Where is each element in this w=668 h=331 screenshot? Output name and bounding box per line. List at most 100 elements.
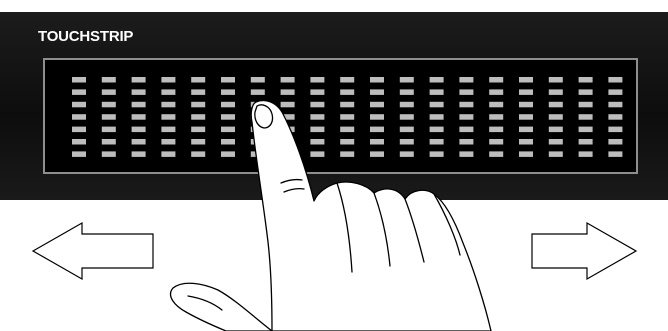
touchstrip-led-segment bbox=[608, 102, 622, 108]
touchstrip-led-segment bbox=[102, 139, 116, 145]
touchstrip-led-segment bbox=[549, 151, 563, 157]
touchstrip-led-segment bbox=[489, 102, 503, 108]
touchstrip-led-segment bbox=[132, 102, 146, 108]
touchstrip-led-segment bbox=[549, 139, 563, 145]
touchstrip-led-segment bbox=[102, 127, 116, 133]
touchstrip-led-segment bbox=[102, 114, 116, 120]
touchstrip-led-segment bbox=[310, 139, 324, 145]
touchstrip-led-segment bbox=[549, 89, 563, 95]
touchstrip-led-segment bbox=[459, 89, 473, 95]
touchstrip-led-segment bbox=[161, 127, 175, 133]
touchstrip-led-segment bbox=[281, 77, 295, 83]
touchstrip-led-segment bbox=[221, 77, 235, 83]
touchstrip-led-segment bbox=[310, 151, 324, 157]
touchstrip-led-segment bbox=[430, 151, 444, 157]
arrow-left-icon bbox=[33, 223, 153, 279]
touchstrip-led-segment bbox=[519, 102, 533, 108]
touchstrip-led-segment bbox=[191, 139, 205, 145]
touchstrip-led-segment bbox=[191, 77, 205, 83]
touchstrip-led-segment bbox=[72, 89, 86, 95]
touchstrip-led-segment bbox=[132, 114, 146, 120]
touchstrip-led-segment bbox=[102, 151, 116, 157]
touchstrip-led-segment bbox=[608, 77, 622, 83]
touchstrip-led-segment bbox=[161, 151, 175, 157]
touchstrip-led-segment bbox=[72, 151, 86, 157]
touchstrip-led-segment bbox=[72, 102, 86, 108]
touchstrip-led-segment bbox=[579, 89, 593, 95]
touchstrip-led-segment bbox=[221, 102, 235, 108]
touchstrip-led-segment bbox=[459, 102, 473, 108]
touchstrip-led-segment bbox=[221, 139, 235, 145]
touchstrip-led-segment bbox=[430, 139, 444, 145]
touchstrip-led-segment bbox=[459, 139, 473, 145]
touchstrip-led-segment bbox=[549, 77, 563, 83]
touchstrip-led-segment bbox=[191, 89, 205, 95]
touchstrip-led-segment bbox=[310, 127, 324, 133]
touchstrip-led-segment bbox=[340, 151, 354, 157]
touchstrip-led-segment bbox=[400, 151, 414, 157]
touchstrip-led-segment bbox=[370, 89, 384, 95]
arrow-right-icon bbox=[532, 223, 636, 279]
touchstrip-led-segment bbox=[72, 139, 86, 145]
touchstrip-led-segment bbox=[430, 77, 444, 83]
touchstrip-led-segment bbox=[430, 102, 444, 108]
touchstrip-led-segment bbox=[132, 89, 146, 95]
touchstrip-led-segment bbox=[251, 77, 265, 83]
touchstrip-led-segment bbox=[430, 114, 444, 120]
touchstrip-led-segment bbox=[281, 89, 295, 95]
touchstrip-led-segment bbox=[102, 89, 116, 95]
touchstrip-led-segment bbox=[310, 102, 324, 108]
touchstrip-led-segment bbox=[281, 102, 295, 108]
touchstrip-led-segment bbox=[579, 127, 593, 133]
touchstrip-led-segment bbox=[400, 114, 414, 120]
touchstrip-led-segment bbox=[519, 77, 533, 83]
touchstrip-led-segment bbox=[579, 77, 593, 83]
touchstrip-led-segment bbox=[310, 89, 324, 95]
touchstrip-led-segment bbox=[132, 151, 146, 157]
touchstrip-led-segment bbox=[579, 139, 593, 145]
touchstrip-led-segment bbox=[608, 127, 622, 133]
touchstrip-led-segment bbox=[132, 77, 146, 83]
touchstrip-led-segment bbox=[340, 127, 354, 133]
touchstrip-led-segment bbox=[608, 114, 622, 120]
touchstrip-led-segment bbox=[400, 139, 414, 145]
touchstrip-led-segment bbox=[72, 77, 86, 83]
touchstrip-led-segment bbox=[370, 139, 384, 145]
touchstrip-led-segment bbox=[340, 89, 354, 95]
touchstrip-led-segment bbox=[459, 114, 473, 120]
touchstrip-led-segment bbox=[370, 127, 384, 133]
touchstrip-led-segment bbox=[370, 151, 384, 157]
touchstrip-led-segment bbox=[459, 127, 473, 133]
touchstrip-led-segment bbox=[370, 102, 384, 108]
touchstrip-led-segment bbox=[340, 114, 354, 120]
touchstrip-led-segment bbox=[400, 89, 414, 95]
touchstrip-led-segment bbox=[459, 77, 473, 83]
touchstrip-led-segment bbox=[251, 89, 265, 95]
touchstrip-led-segment bbox=[161, 77, 175, 83]
touchstrip-led-segment bbox=[102, 77, 116, 83]
touchstrip-led-segment bbox=[72, 127, 86, 133]
touchstrip-led-segment bbox=[608, 89, 622, 95]
touchstrip-led-segment bbox=[519, 89, 533, 95]
touchstrip-led-segment bbox=[608, 151, 622, 157]
touchstrip-led-segment bbox=[340, 139, 354, 145]
touchstrip-led-segment bbox=[340, 77, 354, 83]
touchstrip-led-segment bbox=[549, 127, 563, 133]
touchstrip-led-segment bbox=[549, 102, 563, 108]
touchstrip-led-segment bbox=[400, 127, 414, 133]
touchstrip-led-segment bbox=[400, 102, 414, 108]
touchstrip-led-segment bbox=[221, 151, 235, 157]
touchstrip-led-segment bbox=[519, 139, 533, 145]
touchstrip-led-segment bbox=[161, 114, 175, 120]
touchstrip-led-segment bbox=[370, 114, 384, 120]
touchstrip-led-segment bbox=[310, 114, 324, 120]
touchstrip-led-segment bbox=[132, 139, 146, 145]
touchstrip-led-segment bbox=[489, 114, 503, 120]
touchstrip-led-segment bbox=[579, 102, 593, 108]
touchstrip-led-segment bbox=[519, 114, 533, 120]
touchstrip-led-segment bbox=[132, 127, 146, 133]
touchstrip-led-segment bbox=[400, 77, 414, 83]
touchstrip-led-segment bbox=[221, 127, 235, 133]
